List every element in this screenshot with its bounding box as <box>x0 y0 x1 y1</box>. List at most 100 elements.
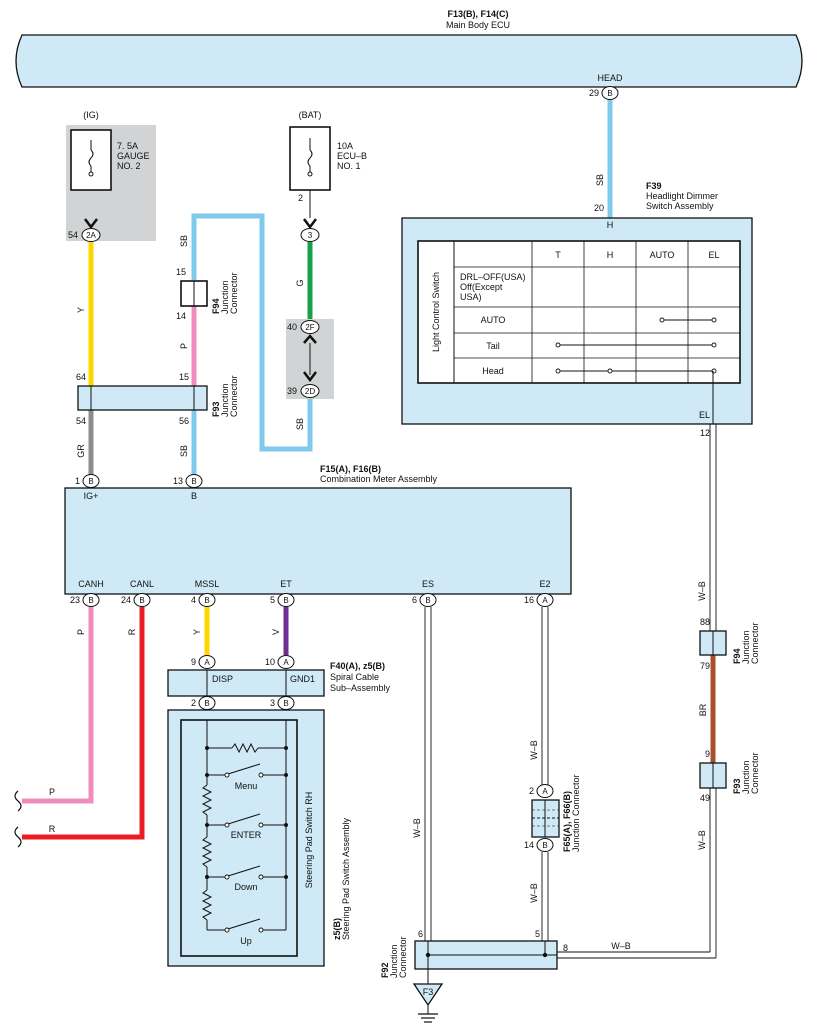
wire-break-r <box>14 826 22 848</box>
wire-sb-loop <box>191 213 313 452</box>
fuse-bat-rating: 10A <box>337 141 353 151</box>
f93-lower-junction: 9 49 F93 Junction Connector <box>699 749 760 803</box>
meter-term-es: ES <box>422 579 434 589</box>
f92-name1: Junction <box>389 944 399 978</box>
f94u-name1: Junction <box>220 280 230 314</box>
fuse-ig-rating: 7. 5A <box>117 141 138 151</box>
f92-pin-b: 5 <box>535 929 540 939</box>
dimmer-pin-bot: 12 <box>700 428 710 438</box>
f65-letter-top: A <box>542 787 548 796</box>
f93l-code: F93 <box>732 778 742 794</box>
f93l-name2: Connector <box>750 752 760 794</box>
wire-label-gr: GR <box>76 444 86 458</box>
spiral-cable: F40(A), z5(B) Spiral Cable Sub–Assembly … <box>167 655 391 710</box>
spiral-letter-br: B <box>283 699 288 708</box>
f93u-name1: Junction <box>220 383 230 417</box>
meter-top-pin-1-letter: B <box>88 477 93 486</box>
wire-label-sb-1: SB <box>179 235 189 247</box>
wire-pink-canh <box>22 607 94 804</box>
switch-enter: ENTER <box>231 830 262 840</box>
fuse-bat-pin-top: 2 <box>298 193 303 203</box>
meter-term-ig: IG+ <box>84 491 99 501</box>
switch-up: Up <box>240 936 252 946</box>
ecu-pin-letter: B <box>607 89 612 98</box>
fuse-bat-source: (BAT) <box>299 110 322 120</box>
fuse-bat-name2: NO. 1 <box>337 161 361 171</box>
meter-name: Combination Meter Assembly <box>320 474 438 484</box>
f92-junction: 6 5 8 F92 Junction Connector <box>380 929 568 984</box>
f93l-pin-top: 9 <box>705 749 710 759</box>
meter-term-canl: CANL <box>130 579 154 589</box>
wire-label-wb-e2: W–B <box>529 740 539 760</box>
f94-lower-junction: 88 79 F94 Junction Connector <box>699 617 760 671</box>
wire-label-r-end: R <box>49 824 56 834</box>
meter-pin-canh-letter: B <box>88 596 93 605</box>
steering-code: z5(B) <box>332 918 342 940</box>
meter-pin-canh: 23 <box>70 595 80 605</box>
f92-name2: Connector <box>398 936 408 978</box>
f65-pin-bot: 14 <box>524 840 534 850</box>
dimmer-side-label: Light Control Switch <box>431 272 441 352</box>
switch-menu: Menu <box>235 781 258 791</box>
f94l-name2: Connector <box>750 622 760 664</box>
meter-pin-mssl-letter: B <box>204 596 209 605</box>
steering-pad-switch: z5(B) Steering Pad Switch Assembly Steer… <box>167 709 351 967</box>
jc-2f-pin: 40 <box>287 322 297 332</box>
fuse-bat-ecu-b: (BAT) 10A ECU–B NO. 1 2 3 <box>289 110 367 242</box>
f65-f66-junction: A 2 B 14 F65(A), F66(B) Junction Connect… <box>524 774 581 852</box>
f94l-pin-bot: 79 <box>700 661 710 671</box>
meter-pin-et: 5 <box>270 595 275 605</box>
jc-2d-pin: 39 <box>287 386 297 396</box>
f65-code: F65(A), F66(B) <box>562 791 572 852</box>
fuse-ig-source: (IG) <box>83 110 99 120</box>
spiral-pin-br: 3 <box>270 698 275 708</box>
f65-pin-top: 2 <box>529 786 534 796</box>
wire-label-wb-lower: W–B <box>697 830 707 850</box>
dimmer-row-drl-2: Off(Except <box>460 282 503 292</box>
dimmer-col-h: H <box>607 250 614 260</box>
meter-pin-canl: 24 <box>121 595 131 605</box>
wire-label-wb-f92: W–B <box>611 941 631 951</box>
fuse-ig-gauge: (IG) 7. 5A GAUGE NO. 2 2A 54 <box>66 110 156 242</box>
meter-term-canh: CANH <box>78 579 104 589</box>
f94l-pin-top: 88 <box>700 617 710 627</box>
meter-pin-et-letter: B <box>283 596 288 605</box>
fuse-bat-name1: ECU–B <box>337 151 367 161</box>
meter-title: F15(A), F16(B) <box>320 464 381 474</box>
wire-label-sb-head: SB <box>595 174 605 186</box>
fuse-ig-name1: GAUGE <box>117 151 150 161</box>
dimmer-row-drl-1: DRL–OFF(USA) <box>460 272 526 282</box>
ecu-terminal-head: HEAD <box>597 73 623 83</box>
dimmer-pin-top: 20 <box>594 203 604 213</box>
f92-pin-a: 6 <box>418 929 423 939</box>
dimmer-col-auto: AUTO <box>650 250 675 260</box>
main-body-ecu: F13(B), F14(C) Main Body ECU HEAD <box>15 9 803 88</box>
meter-term-e2: E2 <box>539 579 550 589</box>
fuse-bat-letter: 3 <box>308 231 313 240</box>
f93u-code: F93 <box>211 401 221 417</box>
dimmer-term-bot: EL <box>699 410 710 420</box>
wire-label-p: P <box>179 343 189 349</box>
dimmer-row-tail: Tail <box>486 341 500 351</box>
ground-label: F3 <box>423 987 434 997</box>
f94u-code: F94 <box>211 298 221 314</box>
f94l-code: F94 <box>732 648 742 664</box>
meter-term-b: B <box>191 491 197 501</box>
meter-term-mssl: MSSL <box>195 579 220 589</box>
ecu-name: Main Body ECU <box>446 20 510 30</box>
f92-code: F92 <box>380 962 390 978</box>
wire-wb-group <box>424 424 717 959</box>
dimmer-row-auto: AUTO <box>481 315 506 325</box>
f93u-pin-mid-bot: 56 <box>179 416 189 426</box>
spiral-letter-bl: B <box>204 699 209 708</box>
spiral-pin-tl: 9 <box>191 657 196 667</box>
meter-pin-canl-letter: B <box>139 596 144 605</box>
spiral-pin-bl: 2 <box>191 698 196 708</box>
switch-down: Down <box>234 882 257 892</box>
f93u-name2: Connector <box>229 375 239 417</box>
fuse-ig-name2: NO. 2 <box>117 161 141 171</box>
wire-red-canl <box>22 607 145 840</box>
meter-top-pin-2: 13 <box>173 476 183 486</box>
wire-label-wb-el: W–B <box>697 581 707 601</box>
spiral-term-gnd1: GND1 <box>290 674 315 684</box>
